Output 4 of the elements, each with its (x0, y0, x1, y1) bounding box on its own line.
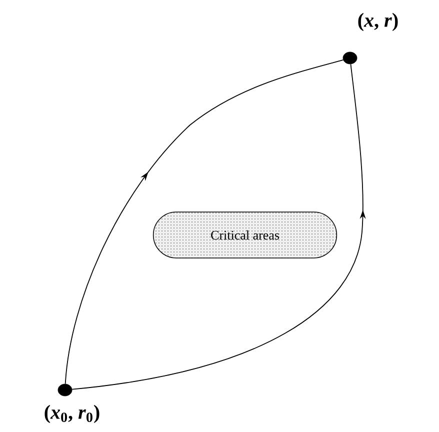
point-label: (x$_{0}$, r$_{0}$) (44, 404, 100, 424)
point-label: (x, r) (358, 12, 398, 32)
point-dot (342, 52, 358, 64)
point-dot (58, 384, 72, 396)
